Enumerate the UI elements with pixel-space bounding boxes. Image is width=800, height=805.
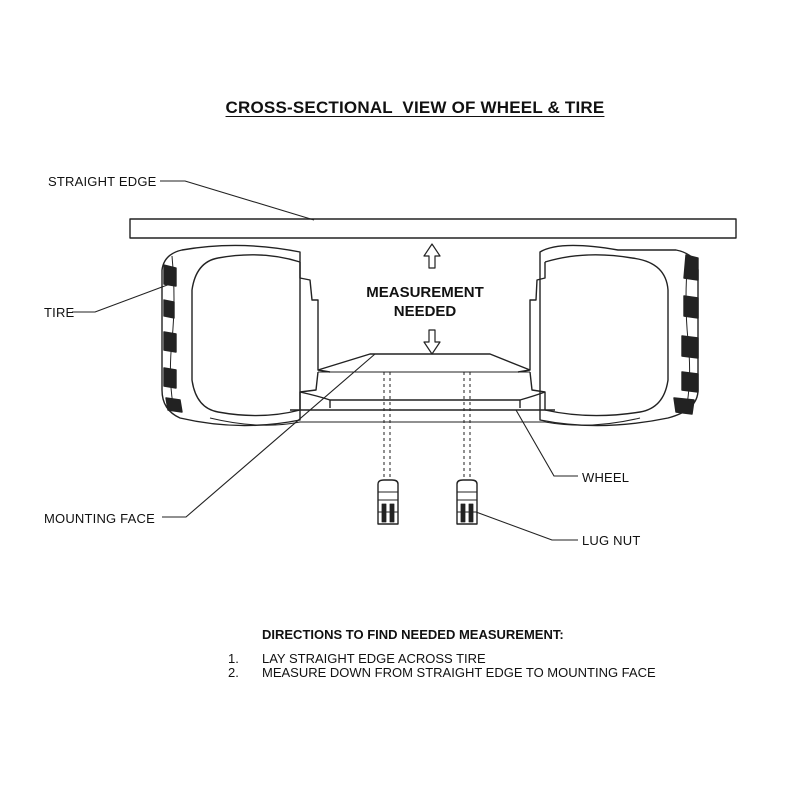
list-item: 1. LAY STRAIGHT EDGE ACROSS TIRE (228, 652, 656, 666)
leader-lines (72, 180, 578, 541)
left-tire (161, 244, 301, 427)
right-tire (539, 244, 699, 427)
wheel-leader (515, 409, 578, 477)
tire-label: TIRE (44, 305, 75, 320)
measurement-needed-label: MEASUREMENT NEEDED (335, 283, 515, 321)
wheel-label: WHEEL (582, 470, 630, 485)
straight-edge-label: STRAIGHT EDGE (48, 174, 157, 189)
list-item: 2. MEASURE DOWN FROM STRAIGHT EDGE TO MO… (228, 666, 656, 680)
mounting-face-leader (162, 353, 376, 518)
step-text: MEASURE DOWN FROM STRAIGHT EDGE TO MOUNT… (262, 665, 656, 680)
lug-studs (383, 372, 471, 480)
directions-heading: DIRECTIONS TO FIND NEEDED MEASUREMENT: (262, 627, 564, 642)
mounting-face-label: MOUNTING FACE (44, 511, 155, 526)
straight-edge-leader (160, 180, 315, 221)
straight-edge-bar (129, 218, 737, 239)
measurement-line-2: NEEDED (393, 303, 457, 320)
lug-nut-label: LUG NUT (582, 533, 641, 548)
tire-leader (72, 283, 171, 313)
lug-nut-right (456, 479, 478, 525)
lug-nut-left (377, 479, 399, 525)
measurement-line-1: MEASUREMENT (366, 284, 484, 301)
step-text: LAY STRAIGHT EDGE ACROSS TIRE (262, 651, 486, 666)
directions-list: 1. LAY STRAIGHT EDGE ACROSS TIRE 2. MEAS… (228, 652, 656, 680)
lug-nut-leader (475, 511, 578, 541)
step-number: 2. (228, 665, 239, 680)
measurement-arrows (423, 243, 441, 355)
step-number: 1. (228, 651, 239, 666)
diagram-title: CROSS-SECTIONAL VIEW OF WHEEL & TIRE (225, 98, 605, 117)
